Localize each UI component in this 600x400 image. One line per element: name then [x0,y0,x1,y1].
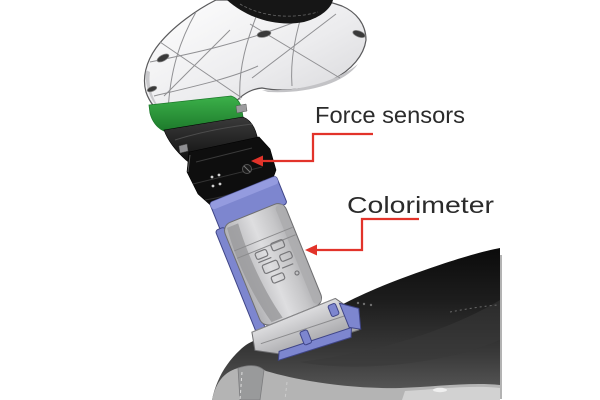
car-panel-seam-lines [239,304,499,400]
colorimeter-foot-facets [251,298,351,345]
foot-blue-right-piece [338,302,362,330]
colorimeter-label: Colorimeter [347,192,494,218]
force-sensors-label: Force sensors [315,102,465,128]
colorimeter-leader-line [316,217,419,252]
car-panel-dust-dots [356,301,373,307]
force-sensor-screw-slot [243,165,251,173]
colorimeter-arrowhead-icon [305,244,317,256]
force-sensors-leader-line [262,132,373,163]
force-sensor-screws [210,173,222,188]
annotation-colorimeter: Colorimeter [305,192,494,256]
colorimeter-assembly [209,176,362,362]
neck-screw-nub-right [235,103,248,114]
arm-upper-segment-seam [239,3,319,17]
foot-blue-clip-left [299,329,313,346]
foot-blue-bottom-strip [277,326,352,362]
car-panel-side-pillar [237,365,265,400]
robot-arm [143,0,367,362]
colorimeter-panel-seams [233,226,296,259]
neck-highlight [174,123,253,141]
force-sensors-arrowhead-icon [251,155,263,167]
car-panel-specular-spot [433,387,447,393]
mount-collar-highlight [210,176,279,210]
wrist-underside-shade [262,64,358,93]
arm-upper-segment-cut [227,0,333,24]
car-panel-light-highlight [402,386,500,400]
annotation-force-sensors: Force sensors [251,102,465,167]
neck-screw-nub-left [178,143,189,154]
wrist-vent-holes [146,30,366,93]
robot-wrist-shell [143,0,367,119]
foot-blue-clip-right [327,303,340,317]
car-panel-curvature-shade [300,300,500,367]
colorimeter-embossed-markings [254,239,300,284]
